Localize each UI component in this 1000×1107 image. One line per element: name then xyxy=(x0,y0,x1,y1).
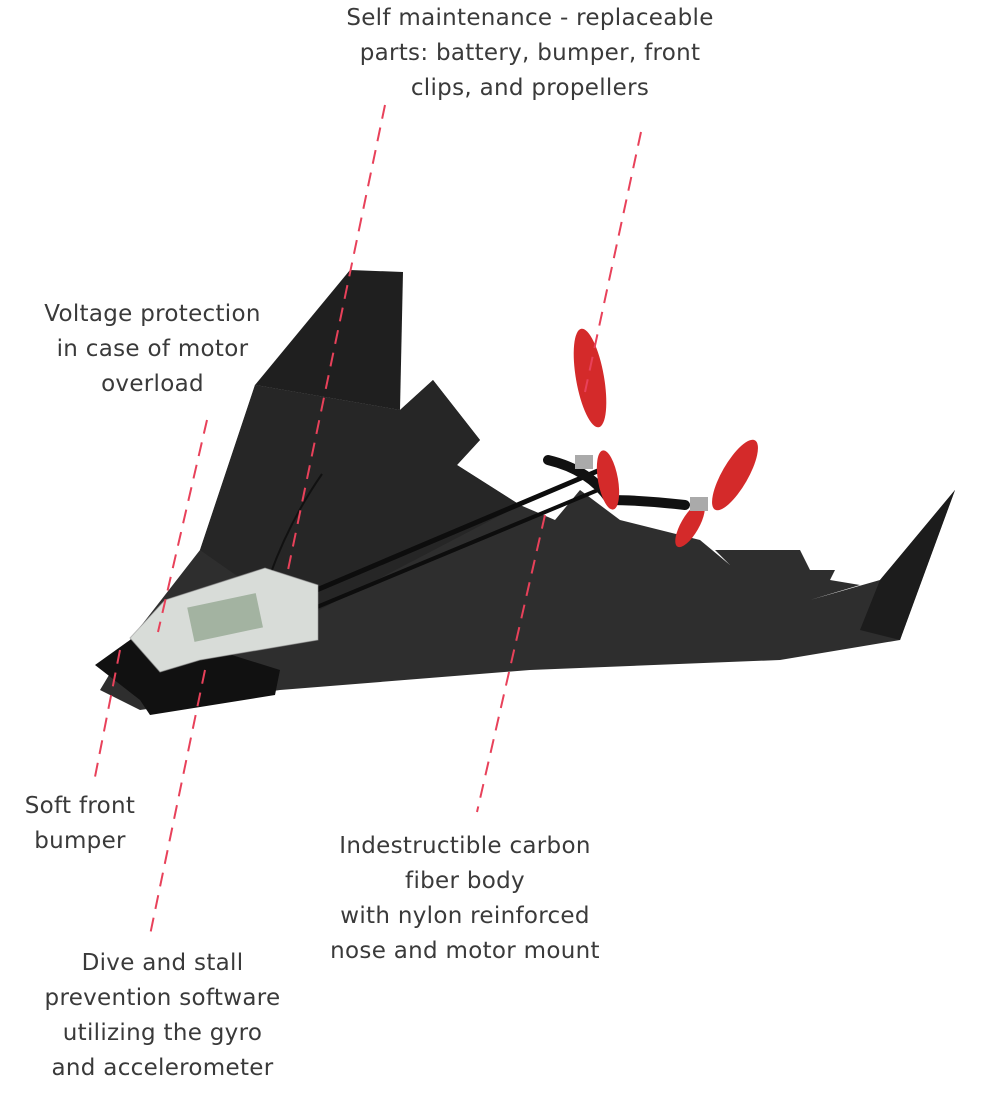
callout-soft-front-bumper: Soft front bumper xyxy=(24,793,136,854)
propeller-left xyxy=(573,328,620,510)
callout-carbon-fiber-body: Indestructible carbon fiber body with ny… xyxy=(330,833,600,964)
leader-line-self-maintenance xyxy=(287,104,386,571)
callout-dive-stall-prevention: Dive and stall prevention software utili… xyxy=(44,950,281,1081)
callout-voltage-protection: Voltage protection in case of motor over… xyxy=(44,301,261,397)
nose xyxy=(95,640,280,715)
left-wing-fin xyxy=(255,270,403,410)
callout-self-maintenance: Self maintenance - replaceable parts: ba… xyxy=(346,5,714,101)
circuit-board xyxy=(187,593,263,642)
motor-2 xyxy=(690,497,708,511)
leader-line-voltage xyxy=(157,419,208,633)
leader-line-carbon xyxy=(476,514,546,813)
antenna xyxy=(269,473,323,576)
right-wing-fin xyxy=(860,490,955,640)
propeller-right xyxy=(675,439,758,548)
motor xyxy=(575,455,593,469)
wing-shadow xyxy=(200,380,520,620)
